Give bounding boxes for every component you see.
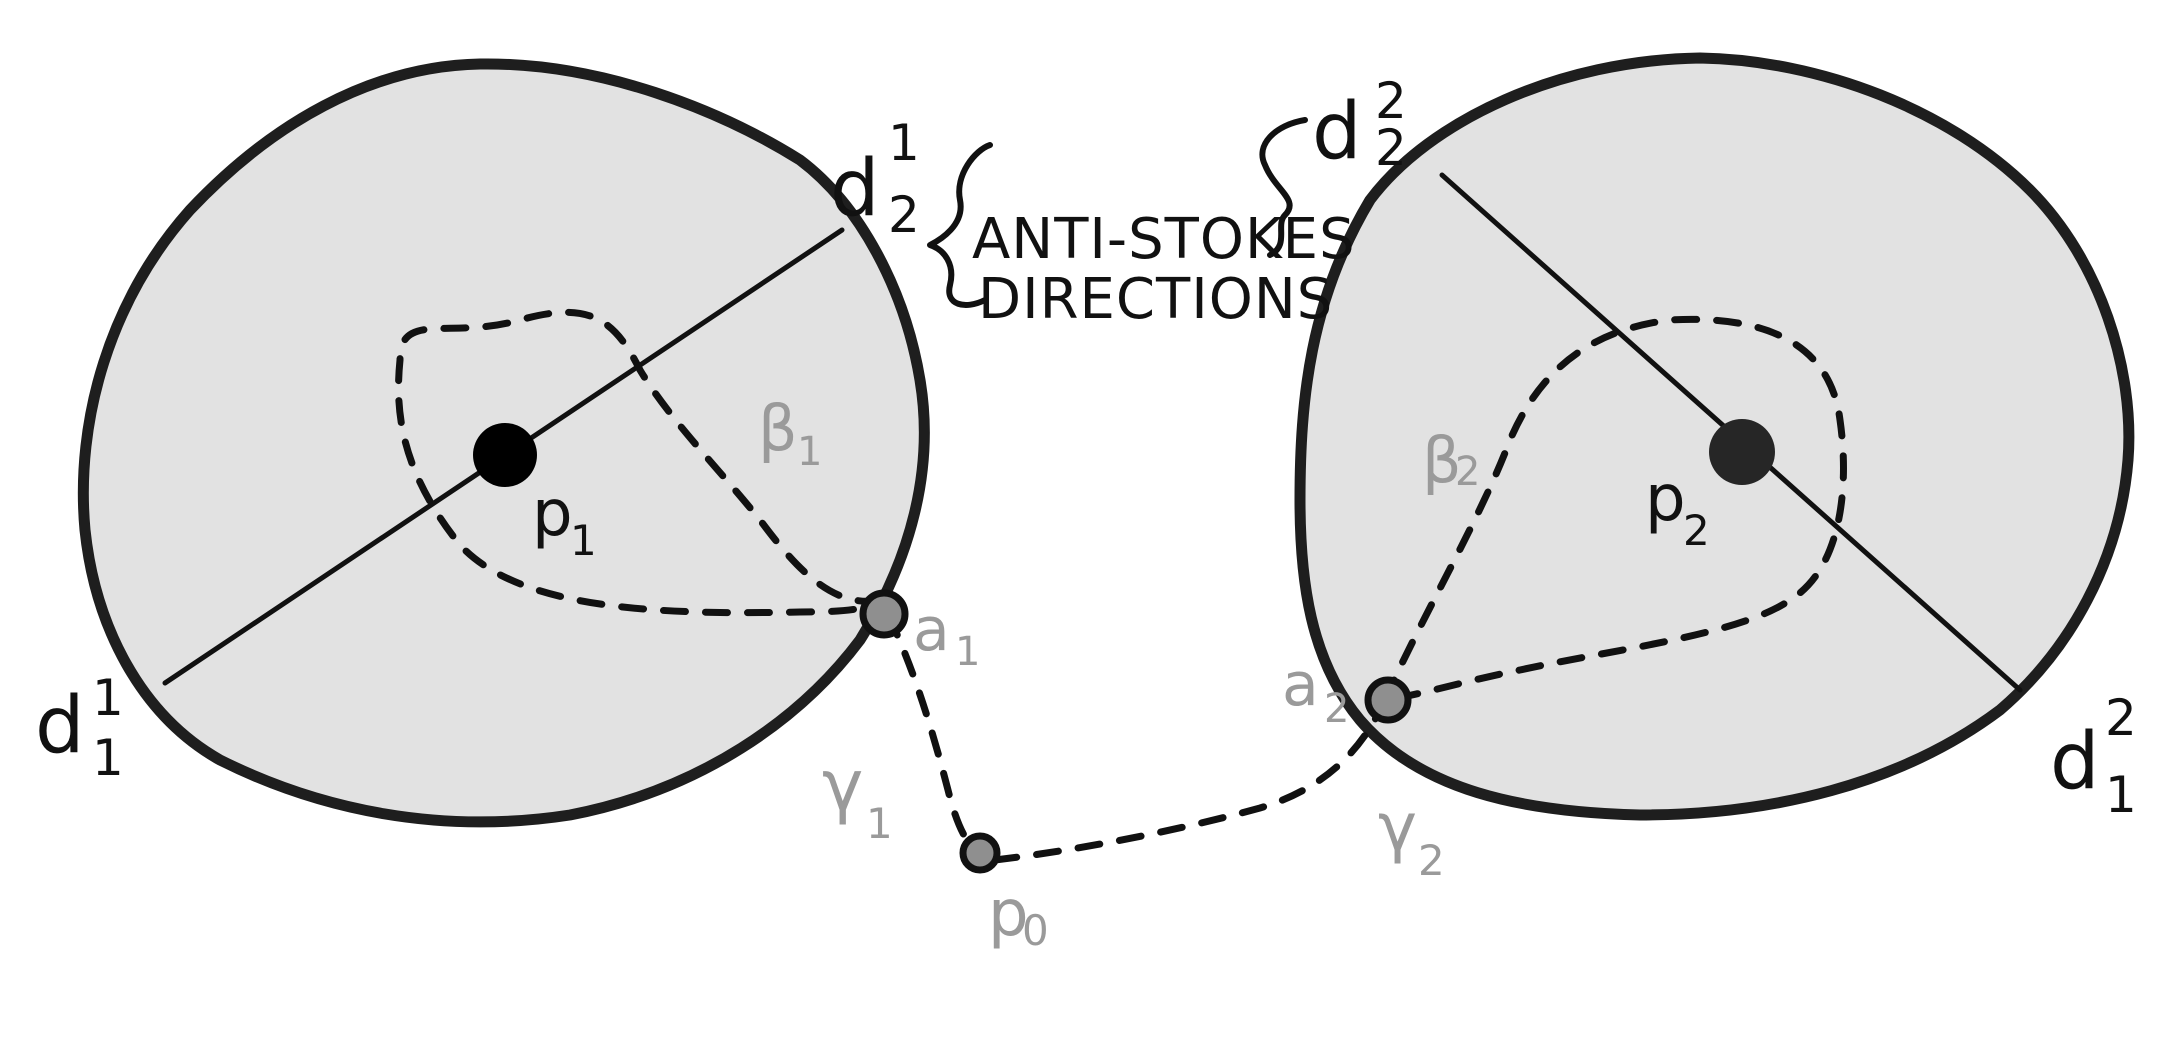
label-gamma-2: γ 2 bbox=[1378, 789, 1445, 885]
svg-text:γ: γ bbox=[1378, 789, 1417, 866]
svg-text:1: 1 bbox=[955, 629, 980, 675]
label-d2-superscript-2: d 2 2 bbox=[1312, 72, 1407, 177]
loop-beta-1 bbox=[395, 308, 884, 617]
point-a1 bbox=[859, 589, 909, 639]
svg-text:β: β bbox=[758, 392, 798, 465]
svg-text:p: p bbox=[532, 477, 573, 551]
label-p2: p 2 bbox=[1645, 462, 1710, 555]
label-p0: p 0 bbox=[988, 877, 1049, 955]
svg-text:2: 2 bbox=[2105, 689, 2137, 747]
label-p1: p 1 bbox=[532, 477, 597, 565]
svg-text:1: 1 bbox=[570, 516, 597, 565]
anti-stokes-heading: ANTI-STOKES bbox=[972, 207, 1356, 272]
brace-left bbox=[927, 142, 993, 308]
svg-text:2: 2 bbox=[1375, 119, 1407, 177]
svg-text:1: 1 bbox=[92, 729, 124, 787]
svg-text:a: a bbox=[913, 595, 950, 665]
point-p0 bbox=[959, 832, 1001, 874]
pole-p1 bbox=[473, 423, 537, 487]
svg-text:a: a bbox=[1282, 650, 1319, 720]
path-gamma-1 bbox=[884, 611, 984, 859]
point-a2 bbox=[1364, 676, 1412, 724]
svg-text:d: d bbox=[830, 144, 880, 234]
loop-beta-2 bbox=[1381, 315, 1847, 704]
svg-text:p: p bbox=[988, 877, 1029, 951]
svg-text:d: d bbox=[2050, 717, 2100, 807]
brace-right bbox=[1259, 117, 1308, 258]
pole-p2 bbox=[1709, 419, 1775, 485]
svg-text:2: 2 bbox=[1375, 72, 1407, 130]
svg-text:2: 2 bbox=[1418, 836, 1445, 885]
svg-text:0: 0 bbox=[1022, 906, 1049, 955]
svg-text:d: d bbox=[35, 681, 85, 771]
svg-text:d: d bbox=[1312, 87, 1362, 177]
label-d2-superscript-1: d 1 2 bbox=[830, 114, 920, 244]
label-d1-superscript-1: d 1 1 bbox=[35, 669, 124, 787]
label-a2: a 2 bbox=[1282, 650, 1349, 732]
svg-text:2: 2 bbox=[888, 186, 920, 244]
label-a1: a 1 bbox=[913, 595, 980, 675]
svg-text:2: 2 bbox=[1324, 686, 1349, 732]
svg-text:1: 1 bbox=[866, 799, 893, 848]
svg-text:γ: γ bbox=[822, 745, 863, 827]
svg-text:1: 1 bbox=[797, 429, 822, 475]
svg-text:1: 1 bbox=[888, 114, 920, 172]
svg-text:p: p bbox=[1645, 462, 1686, 536]
svg-text:1: 1 bbox=[2105, 766, 2137, 824]
svg-text:β: β bbox=[1422, 424, 1462, 497]
svg-text:1: 1 bbox=[92, 669, 124, 727]
anti-stokes-subheading: DIRECTIONS bbox=[978, 267, 1333, 332]
label-beta-1: β 1 bbox=[758, 392, 822, 475]
label-gamma-1: γ 1 bbox=[822, 745, 893, 848]
label-beta-2: β 2 bbox=[1422, 424, 1480, 497]
label-d1-superscript-2: d 2 1 bbox=[2050, 689, 2137, 824]
path-gamma-2 bbox=[991, 696, 1389, 864]
svg-text:2: 2 bbox=[1455, 449, 1480, 495]
svg-text:2: 2 bbox=[1683, 506, 1710, 555]
